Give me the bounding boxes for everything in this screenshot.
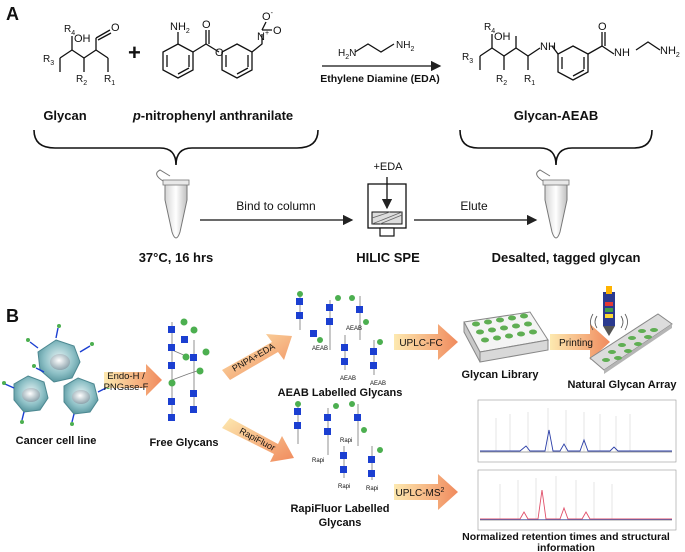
retention-label-1: Normalized retention times and structura…: [462, 531, 670, 543]
aeab-glycans-label: AEAB Labelled Glycans: [278, 387, 403, 399]
hilic-label: HILIC SPE: [356, 250, 420, 265]
nitro-o-label: O: [273, 25, 282, 37]
retention-label-2: information: [537, 542, 595, 552]
ester-o2-label: O: [215, 47, 224, 59]
product-terminal-nh2-label: NH2: [660, 45, 680, 59]
right-brace: [459, 129, 653, 166]
pnpa-label: p-nitrophenyl anthranilate: [132, 108, 293, 123]
aldehyde-o-label: O: [111, 22, 120, 34]
aeab-tag-3: AEAB: [340, 376, 356, 382]
product-nh-label: NH: [540, 41, 556, 53]
aeab-tag-4: AEAB: [370, 381, 386, 387]
array-label: Natural Glycan Array: [567, 379, 677, 391]
printing-arrow: [550, 324, 610, 360]
ester-o-label: O: [202, 19, 211, 31]
nh2-label: NH2: [170, 21, 190, 35]
left-brace: [33, 129, 319, 166]
uplc-ms-arrow: [394, 474, 458, 510]
nitro-n-label: N+: [257, 30, 269, 43]
product-r1-label: R1: [524, 74, 535, 87]
glycan-array-slide-icon: [589, 313, 673, 374]
r3-label: R3: [43, 54, 54, 67]
uplc-ms-text: UPLC-MS: [396, 488, 441, 499]
rapifluor-arrow: [222, 418, 294, 462]
uplc-fc-arrow: [394, 324, 458, 360]
product-nh2-label: NH: [614, 47, 630, 59]
aeab-glycans-icon: [296, 291, 383, 375]
free-glycans-label: Free Glycans: [149, 437, 218, 449]
chromatogram-bottom: [477, 469, 677, 531]
eda-h2n-label: H2N: [338, 48, 356, 61]
endo-label-1: Endo-H /: [107, 371, 145, 382]
panel-a-letter: A: [6, 4, 19, 24]
temp-label: 37°C, 16 hrs: [139, 250, 214, 265]
oh-label: OH: [74, 33, 91, 45]
glycan-structure: [59, 29, 112, 72]
rapi-tag-2: Rapi: [312, 458, 324, 464]
cancer-cells-icon: [2, 324, 110, 426]
product-r3-label: R3: [462, 52, 473, 65]
uplc-fc-label: UPLC-FC: [399, 338, 442, 349]
nitro-ominus-label: O-: [262, 10, 274, 23]
aeab-tag-2: AEAB: [312, 346, 328, 352]
tube-icon-left: [156, 169, 190, 239]
glycan-library-label: Glycan Library: [461, 369, 539, 381]
desalted-label: Desalted, tagged glycan: [492, 250, 641, 265]
elute-label: Elute: [460, 199, 488, 213]
eda-molecule: [354, 43, 395, 53]
pnpa-eda-arrow: [222, 334, 292, 380]
r1-label: R1: [104, 74, 115, 87]
glycan-label: Glycan: [43, 108, 86, 123]
chromatogram-top: [477, 399, 677, 463]
rapifluor-arrow-label: RapiFluor: [238, 426, 277, 453]
endo-label-2: PNGase-F: [104, 382, 149, 393]
product-r4-label: R4: [484, 22, 495, 35]
tube-icon-right: [536, 169, 570, 239]
rapi-tag-1: Rapi: [340, 438, 352, 444]
product-structure: [479, 32, 661, 81]
endo-arrow: [104, 364, 162, 396]
panel-b-letter: B: [6, 306, 19, 326]
eda-add-label: +EDA: [373, 161, 403, 173]
rapifluor-glycans-icon: [294, 401, 383, 480]
eda-nh2-label: NH2: [396, 40, 414, 53]
cancer-label: Cancer cell line: [16, 435, 97, 447]
product-oh-label: OH: [494, 31, 511, 43]
rapi-tag-4: Rapi: [366, 486, 378, 492]
bind-label: Bind to column: [236, 199, 315, 213]
product-o-label: O: [598, 21, 607, 33]
plus-sign: +: [128, 40, 141, 65]
printer-pen-icon: [590, 286, 628, 336]
pnpa-rest: -nitrophenyl anthranilate: [141, 108, 293, 123]
pnpa-eda-label: PNPA+EDA: [230, 341, 276, 373]
r4-label: R4: [64, 24, 75, 37]
pnpa-structure: [162, 21, 272, 79]
uplc-ms-label: UPLC-MS2: [396, 487, 445, 499]
rapi-tag-3: Rapi: [338, 484, 350, 490]
r2-label: R2: [76, 74, 87, 87]
rapifluor-glycans-label-1: RapiFluor Labelled: [290, 503, 389, 515]
eda-label: Ethylene Diamine (EDA): [320, 73, 440, 85]
glycan-library-icon: [463, 311, 549, 363]
uplc-ms-sup: 2: [441, 487, 445, 494]
aeab-tag-1: AEAB: [346, 326, 362, 332]
free-glycans-icon: [168, 318, 210, 421]
rapifluor-glycans-label-2: Glycans: [319, 517, 362, 529]
printing-label: Printing: [559, 338, 593, 349]
product-label: Glycan-AEAB: [514, 108, 599, 123]
hilic-column-icon: [367, 177, 407, 237]
pnpa-italic: p: [132, 108, 141, 123]
product-r2-label: R2: [496, 74, 507, 87]
